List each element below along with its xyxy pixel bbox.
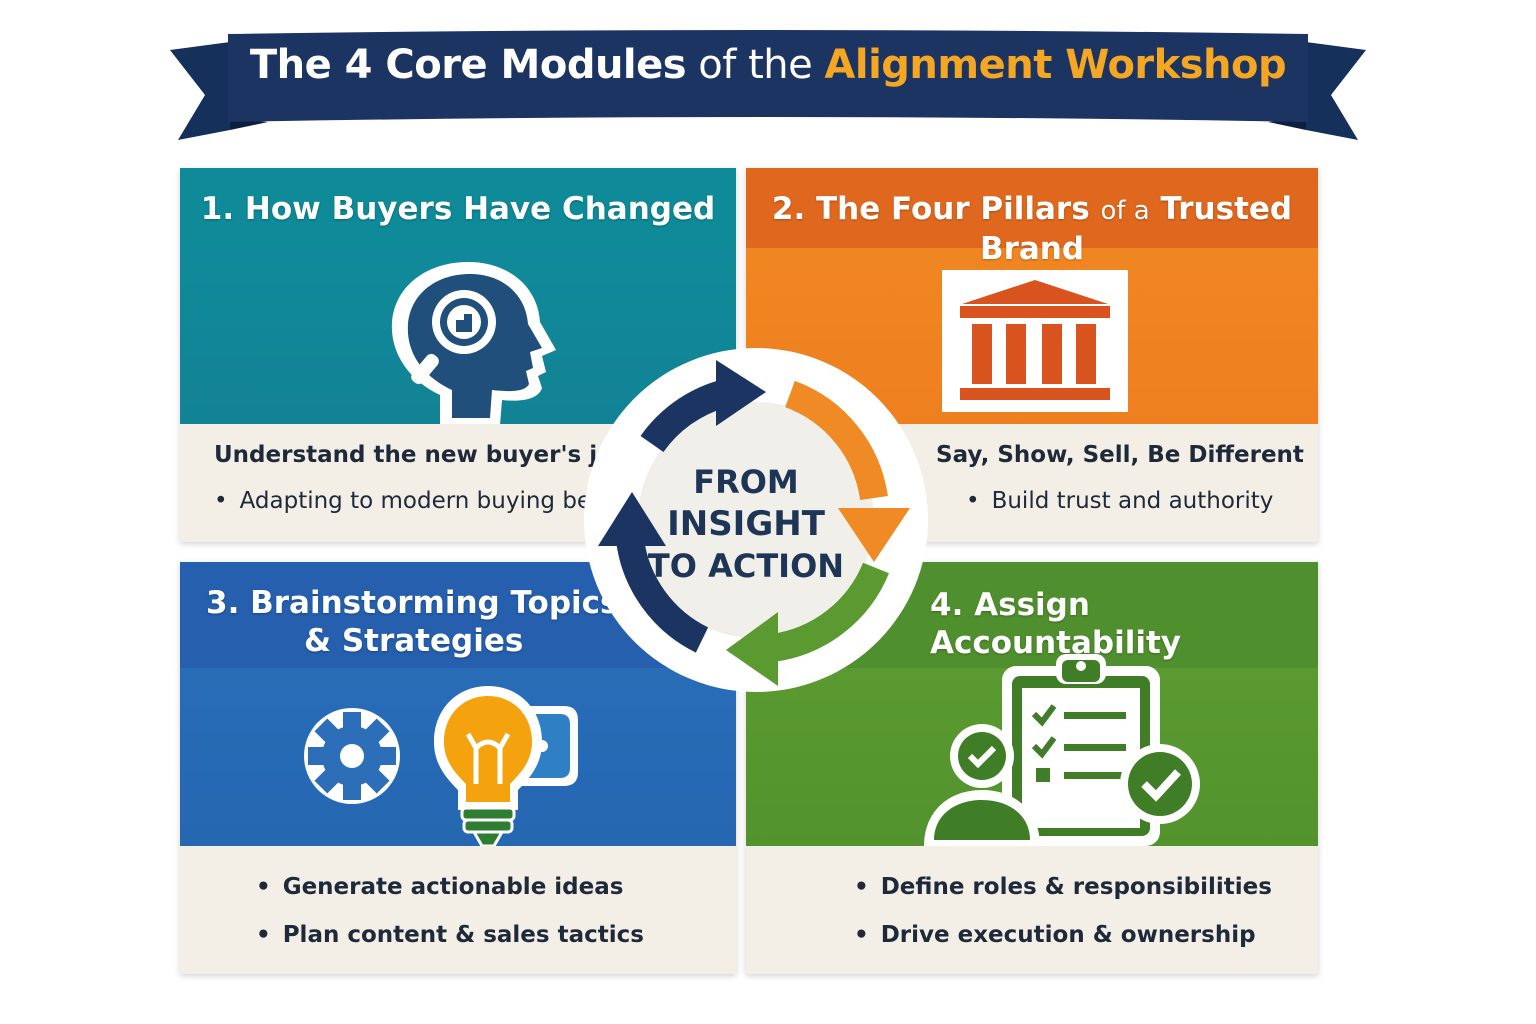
center-label-line1: FROM (693, 463, 799, 501)
cycle-arrowhead-right (838, 508, 910, 562)
cycle-arc-orange (784, 380, 888, 501)
module-3-bullet-1: Generate actionable ideas (256, 872, 624, 902)
title-banner: The 4 Core Modules of the Alignment Work… (0, 0, 1536, 150)
banner-ribbon-shape (170, 30, 1366, 140)
banner-title-part1: The 4 Core Modules (249, 42, 687, 88)
gear-lightbulb-speech-icon (304, 686, 578, 846)
module-2-title: 2. The Four Pillars of a Trusted Brand (746, 190, 1318, 268)
center-label-line2: INSIGHT (667, 504, 825, 544)
cycle-arrowhead-bottom (726, 612, 778, 686)
banner-title-accent: Alignment Workshop (824, 42, 1287, 88)
center-label-line3: TO ACTION (647, 547, 845, 585)
module-2-panel: 2. The Four Pillars of a Trusted Brand S… (746, 168, 1318, 542)
module-3-title-line1: 3. Brainstorming Topics (206, 585, 619, 621)
module-2-header (746, 168, 1318, 248)
module-2-lead: Say, Show, Sell, Be Different (936, 442, 1304, 468)
head-magnifier-icon (391, 262, 556, 425)
module-3-title-line2: & Strategies (304, 623, 524, 659)
module-4-title: 4. Assign Accountability (930, 587, 1182, 661)
insight-action-cycle (584, 348, 928, 692)
module-2-title-b: of a (1100, 196, 1150, 226)
banner-title-part2: of the (686, 42, 825, 88)
module-4-footer: Define roles & responsibilities Drive ex… (746, 846, 1318, 974)
center-label: FROM INSIGHT TO ACTION (626, 462, 866, 586)
clipboard-person-check-icon (924, 654, 1200, 846)
module-1-header (180, 168, 736, 248)
module-3-bullet-2: Plan content & sales tactics (256, 920, 644, 950)
cycle-arrowhead-left (598, 492, 666, 546)
pillars-building-icon (942, 270, 1128, 412)
module-3-footer: Generate actionable ideas Plan content &… (180, 846, 736, 974)
module-2-bullet-1: Build trust and authority (966, 486, 1274, 516)
cycle-arc-green (769, 562, 889, 662)
cycle-arc-navy-bottom (616, 537, 709, 653)
cycle-arrowhead-top (716, 360, 766, 426)
module-4-bullet-1: Define roles & responsibilities (854, 872, 1272, 902)
module-2-footer: Say, Show, Sell, Be Different Build trus… (746, 424, 1318, 542)
module-4-bullet-2: Drive execution & ownership (854, 920, 1256, 950)
module-2-title-c: Trusted Brand (979, 191, 1293, 267)
module-2-title-a: 2. The Four Pillars (771, 191, 1101, 227)
module-1-title: 1. How Buyers Have Changed (200, 191, 716, 227)
cycle-arc-navy-top (640, 380, 727, 453)
banner-title: The 4 Core Modules of the Alignment Work… (0, 42, 1536, 88)
